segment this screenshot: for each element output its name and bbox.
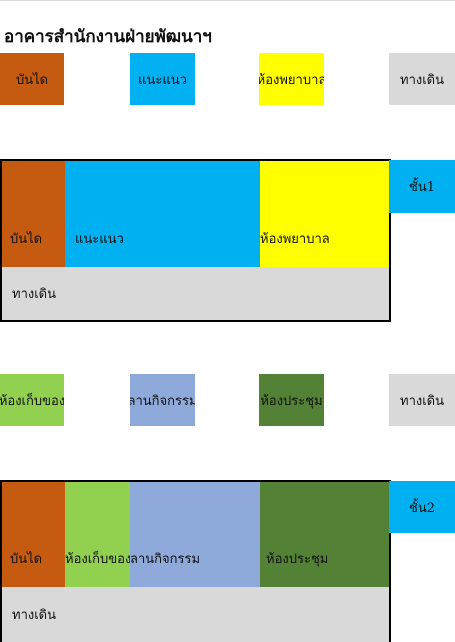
legend-storage: ห้องเก็บของ bbox=[0, 374, 64, 426]
floor2-stairs: บันได bbox=[0, 481, 65, 587]
floor1-walkway: ทางเดิน bbox=[0, 267, 389, 320]
floor2-label: ชั้น2 bbox=[389, 481, 455, 533]
legend-guidance: แนะแนว bbox=[130, 53, 195, 105]
legend-meeting-room: ห้องประชุม bbox=[259, 374, 324, 426]
floor1-guidance: แนะแนว bbox=[65, 160, 260, 267]
floor2-storage: ห้องเก็บของ bbox=[65, 481, 130, 587]
floor2-meeting-room: ห้องประชุม bbox=[260, 481, 389, 587]
legend-walkway-2: ทางเดิน bbox=[389, 374, 455, 426]
top-border bbox=[0, 0, 455, 1]
floor2-walkway: ทางเดิน bbox=[0, 587, 389, 642]
legend-activity-yard: ลานกิจกรรม bbox=[130, 374, 195, 426]
floor1-label: ชั้น1 bbox=[389, 160, 455, 213]
legend-stairs: บันได bbox=[0, 53, 64, 105]
floor2-activity-yard: ลานกิจกรรม bbox=[130, 481, 260, 587]
legend-nurse-room: ห้องพยาบาล bbox=[259, 53, 324, 105]
floor1-nurse-room: ห้องพยาบาล bbox=[260, 160, 389, 267]
floor1-stairs: บันได bbox=[0, 160, 65, 267]
page-title: อาคารสำนักงานฝ่ายพัฒนาฯ bbox=[4, 27, 212, 47]
legend-walkway: ทางเดิน bbox=[389, 53, 455, 105]
